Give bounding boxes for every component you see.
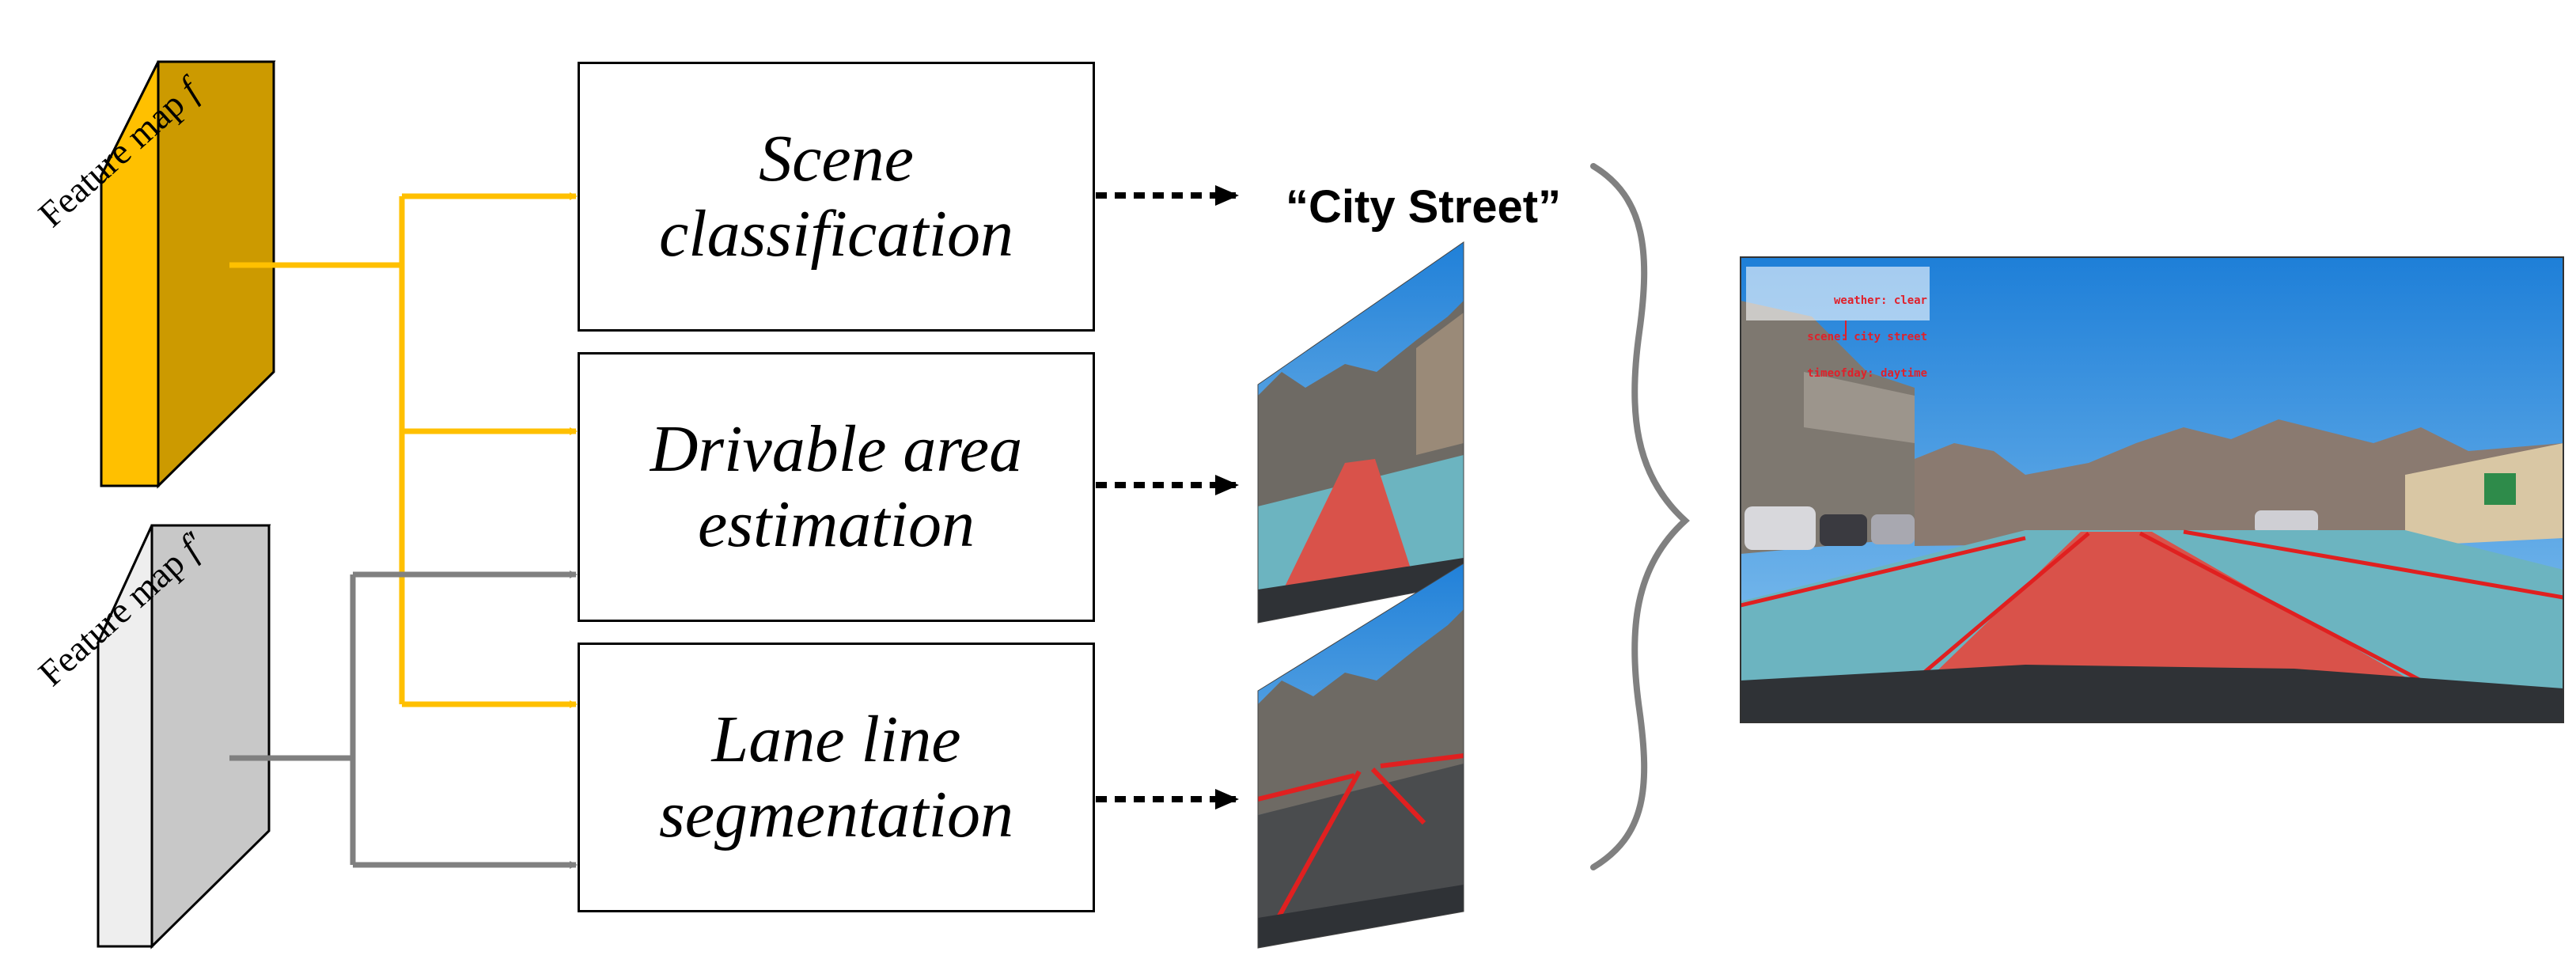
feature-map-f-block [99, 60, 276, 489]
combine-brace [1590, 163, 1690, 870]
overlay-scene: scene: city street [1807, 330, 1927, 343]
task-box-drivable-area: Drivable area estimation [578, 352, 1095, 622]
overlay-text-block: weather: clear scene: city street timeof… [1750, 271, 1927, 392]
overlay-weather: weather: clear [1833, 294, 1927, 307]
feature-map-f-prime-front [97, 525, 153, 948]
combined-output-frame [1740, 256, 2564, 723]
task-lane-line2: segmentation [659, 777, 1013, 851]
lane-line-thumbnail-frame [1257, 563, 1464, 949]
gray-connectors [229, 571, 578, 869]
task-scene-line1: Scene [759, 122, 914, 196]
scene-result-label: “City Street” [1286, 181, 1562, 233]
combined-red-region [1907, 532, 2453, 704]
dotted-outputs [1096, 185, 1239, 809]
task-drivable-line2: estimation [698, 487, 975, 561]
task-drivable-line1: Drivable area [650, 412, 1023, 487]
overlay-timeofday: timeofday: daytime [1807, 367, 1927, 381]
task-scene-line2: classification [659, 196, 1013, 271]
task-box-scene-classification: Scene classification [578, 62, 1095, 332]
task-box-lane-line: Lane line segmentation [578, 643, 1095, 912]
drivable-area-thumbnail [1258, 242, 1464, 623]
lane-lines [1258, 753, 1464, 927]
overlay-label-box [1746, 267, 1930, 320]
task-lane-line1: Lane line [711, 703, 961, 777]
combined-output-image [1740, 257, 2564, 722]
feature-map-f-prime-block [96, 524, 271, 950]
combined-lane-lines [1740, 529, 2564, 683]
feature-map-f-front [100, 61, 160, 487]
yellow-connectors [229, 192, 578, 708]
